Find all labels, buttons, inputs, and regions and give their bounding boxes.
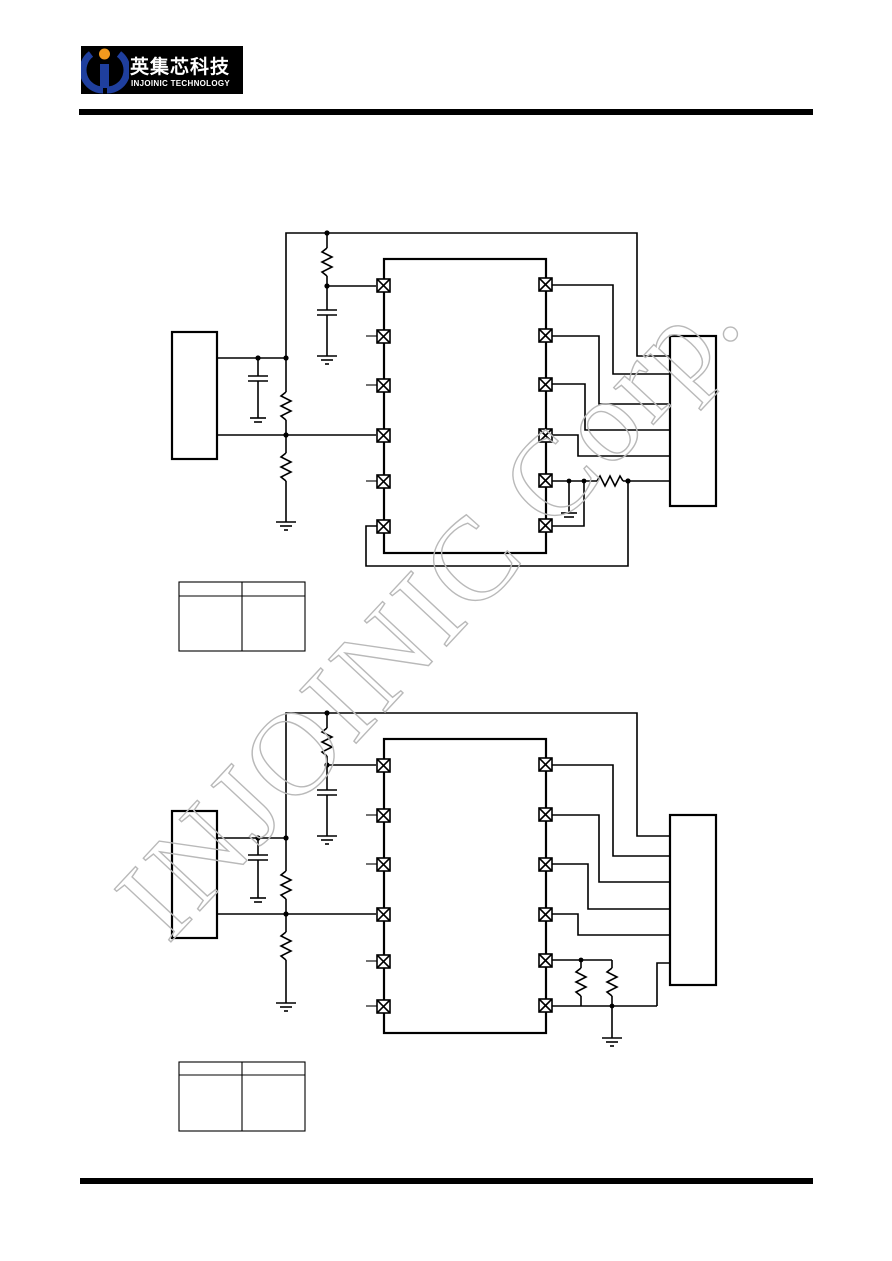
pin-icon (538, 998, 553, 1013)
pin-icon (376, 999, 391, 1014)
resistor-icon (605, 967, 619, 997)
ground-icon (602, 1037, 622, 1047)
pin-icon (538, 328, 553, 343)
table-1 (178, 581, 306, 652)
pin-icon (376, 278, 391, 293)
resistor-icon (574, 967, 588, 997)
ground-icon (317, 835, 337, 845)
pin-icon (376, 808, 391, 823)
brand-name-en: INJOINIC TECHNOLOGY (131, 79, 231, 88)
pin-icon (538, 757, 553, 772)
pin-icon (376, 954, 391, 969)
pin-icon (538, 277, 553, 292)
header-rule (79, 109, 813, 115)
pin-icon (376, 329, 391, 344)
pin-icon (376, 907, 391, 922)
output-connector-box (668, 813, 718, 987)
resistor-icon (279, 391, 293, 421)
pin-icon (376, 758, 391, 773)
injoinic-logo-icon (81, 48, 129, 94)
input-source-box (170, 809, 219, 940)
output-connector-box (668, 334, 718, 508)
resistor-icon (279, 452, 293, 482)
pin-icon (376, 857, 391, 872)
resistor-icon (320, 247, 334, 277)
ground-icon (250, 897, 266, 903)
pin-icon (538, 518, 553, 533)
company-logo: 英集芯科技 INJOINIC TECHNOLOGY (81, 46, 243, 94)
pin-icon (538, 857, 553, 872)
resistor-icon (320, 727, 334, 757)
pin-icon (538, 807, 553, 822)
ground-icon (276, 521, 296, 531)
schematic-1 (170, 230, 718, 652)
pin-icon (538, 473, 553, 488)
pin-icon (376, 474, 391, 489)
ic-chip (382, 257, 548, 555)
resistor-icon (596, 474, 624, 488)
pin-icon (376, 378, 391, 393)
pin-icon (538, 953, 553, 968)
resistor-icon (279, 870, 293, 900)
pin-icon (538, 377, 553, 392)
resistor-icon (279, 931, 293, 961)
pin-icon (376, 519, 391, 534)
schematic-2 (170, 710, 718, 1132)
brand-name-cn: 英集芯科技 (130, 56, 231, 78)
pin-icon (376, 428, 391, 443)
input-source-box (170, 330, 219, 461)
ground-icon (561, 512, 577, 518)
pin-icon (538, 907, 553, 922)
ground-icon (250, 417, 266, 423)
ground-icon (317, 355, 337, 365)
table-2 (178, 1061, 306, 1132)
pin-icon (538, 428, 553, 443)
ground-icon (276, 1002, 296, 1012)
ic-chip (382, 737, 548, 1035)
footer-rule (80, 1178, 813, 1184)
